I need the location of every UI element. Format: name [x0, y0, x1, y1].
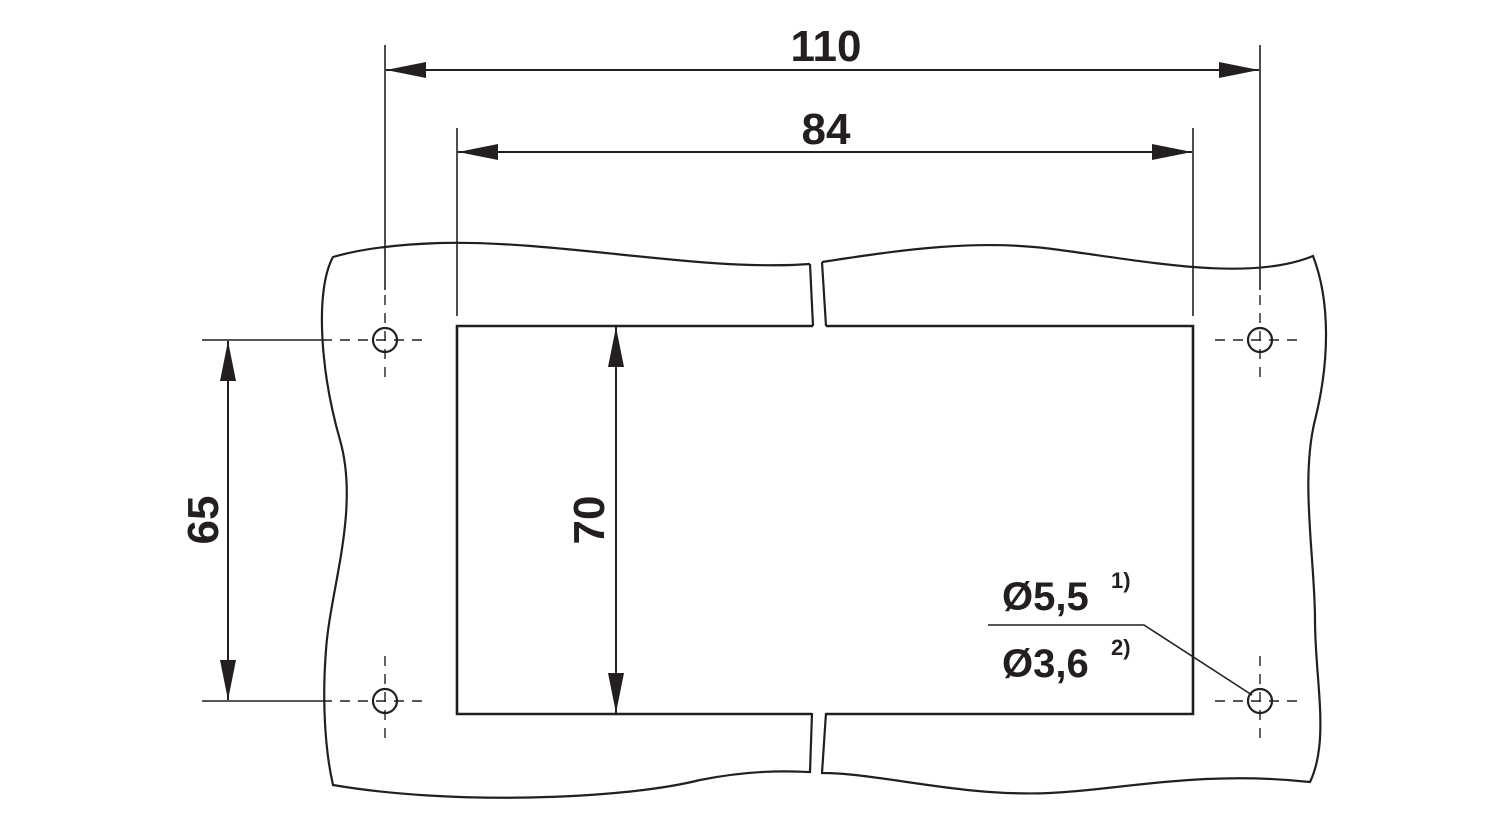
panel-break-right-top	[820, 261, 828, 327]
hole-diameter-label-1: Ø5,5	[1002, 575, 1089, 619]
dimension-label-outer-width: 110	[791, 22, 862, 71]
panel-break-left-top	[808, 263, 815, 327]
dimension-label-cutout-height: 70	[565, 496, 614, 545]
dimension-label-inner-width: 84	[802, 105, 851, 154]
hole-top-left	[340, 295, 430, 385]
panel-outline-left	[320, 241, 814, 799]
panel-outline-right	[820, 243, 1328, 795]
hole-diameter-label-2: Ø3,6	[1002, 642, 1089, 686]
hole-footnote-1: 1)	[1111, 568, 1131, 593]
cutout-rectangle-right	[826, 324, 1195, 716]
dimension-label-hole-spacing: 65	[179, 496, 228, 545]
hole-bottom-right	[1215, 656, 1305, 746]
cutout-rectangle	[455, 324, 813, 716]
hole-footnote-2: 2)	[1111, 635, 1131, 660]
hole-bottom-left	[340, 656, 430, 746]
hole-top-right	[1215, 295, 1305, 385]
hole-callout-leader	[988, 624, 1253, 696]
